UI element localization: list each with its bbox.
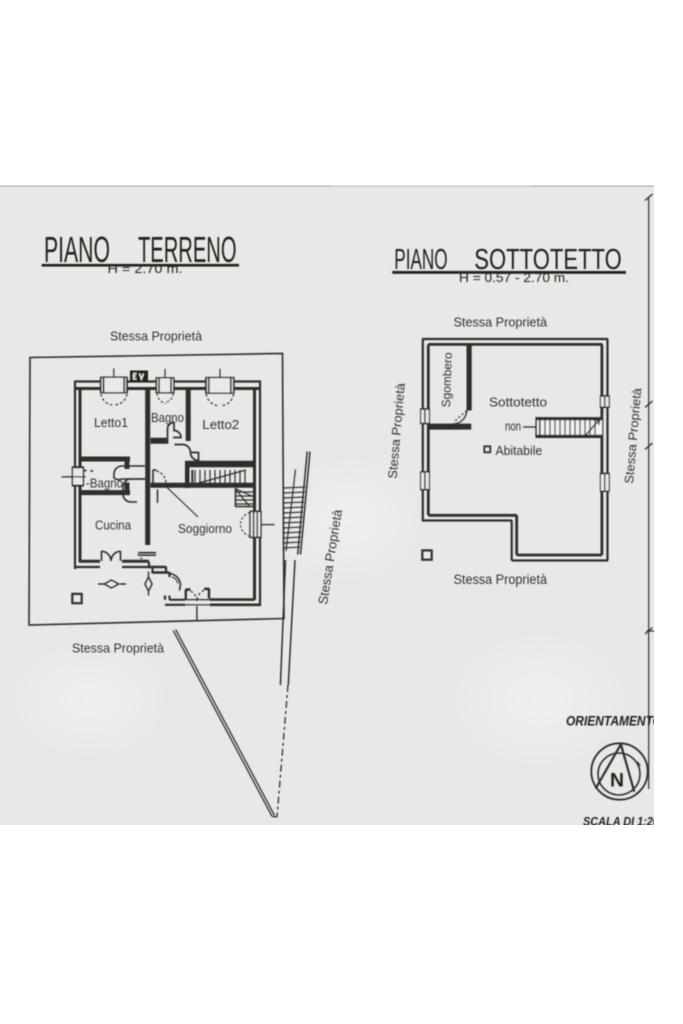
svg-text:Letto2: Letto2 xyxy=(202,417,239,432)
svg-text:Abitabile: Abitabile xyxy=(496,444,543,458)
svg-text:Stessa Proprietà: Stessa Proprietà xyxy=(110,329,203,344)
svg-text:Sgombero: Sgombero xyxy=(439,352,455,408)
svg-text:non: non xyxy=(505,420,521,434)
svg-text:Bagno: Bagno xyxy=(151,410,184,425)
svg-text:Stessa Proprietà: Stessa Proprietà xyxy=(454,314,548,329)
svg-text:N: N xyxy=(610,771,624,792)
svg-text:PIANO: PIANO xyxy=(394,244,447,276)
svg-text:ORIENTAMENTO: ORIENTAMENTO xyxy=(566,714,654,729)
svg-text:H = 2.70 m.: H = 2.70 m. xyxy=(108,262,183,276)
svg-text:Stessa Proprietà: Stessa Proprietà xyxy=(454,572,548,587)
svg-text:Cucina: Cucina xyxy=(95,518,132,533)
svg-text:Sottotetto: Sottotetto xyxy=(489,395,547,410)
svg-text:Stessa Proprietà: Stessa Proprietà xyxy=(72,641,165,656)
svg-text:PIANO: PIANO xyxy=(44,229,110,270)
svg-text:Soggiorno: Soggiorno xyxy=(178,521,232,536)
svg-text:Letto1: Letto1 xyxy=(94,415,128,430)
svg-text:TERRENO: TERRENO xyxy=(138,229,237,270)
svg-text:SCALA DI 1:20: SCALA DI 1:20 xyxy=(583,816,654,825)
svg-text:SOTTOTETTO: SOTTOTETTO xyxy=(474,244,622,276)
svg-text:H = 0.57 - 2.70 m.: H = 0.57 - 2.70 m. xyxy=(459,271,569,285)
svg-text:Stessa Proprietà: Stessa Proprietà xyxy=(386,382,408,479)
svg-text:Stessa Proprietà: Stessa Proprietà xyxy=(622,387,644,484)
svg-text:-Bagno: -Bagno xyxy=(86,476,123,491)
